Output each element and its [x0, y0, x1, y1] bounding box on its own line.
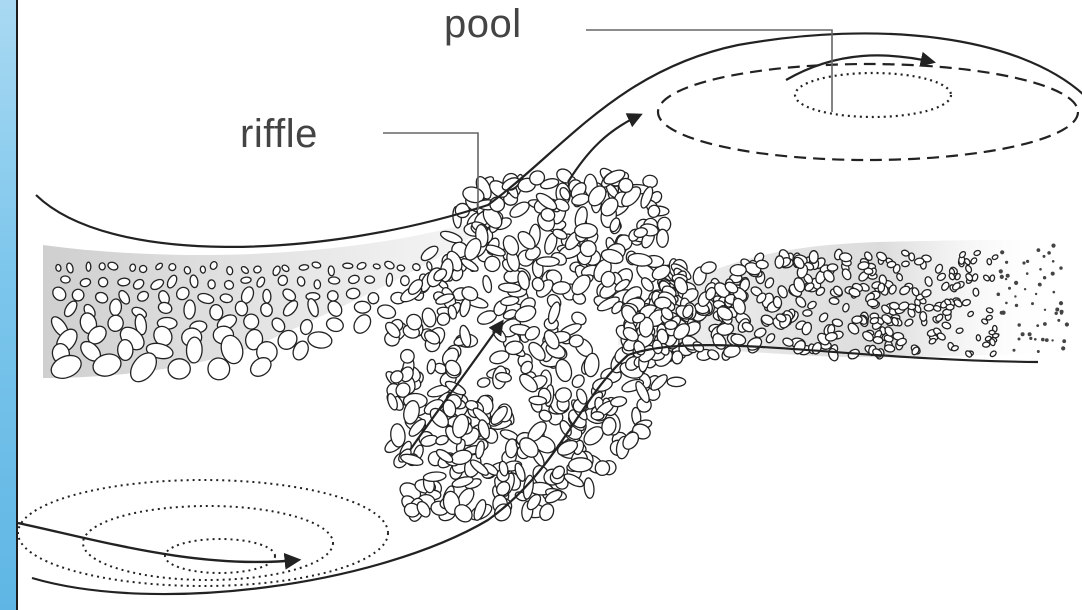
- riffle-leader-line: [383, 133, 478, 210]
- upper-pool-eddy: [658, 55, 1078, 160]
- lower-pool-eddy: [18, 480, 388, 586]
- pool-label: pool: [444, 4, 522, 44]
- pool-leader-line: [586, 30, 832, 112]
- diagram-frame: pool riffle: [16, 0, 1082, 610]
- riffle-label: riffle: [240, 114, 318, 154]
- riffle-pool-diagram: [18, 0, 1082, 610]
